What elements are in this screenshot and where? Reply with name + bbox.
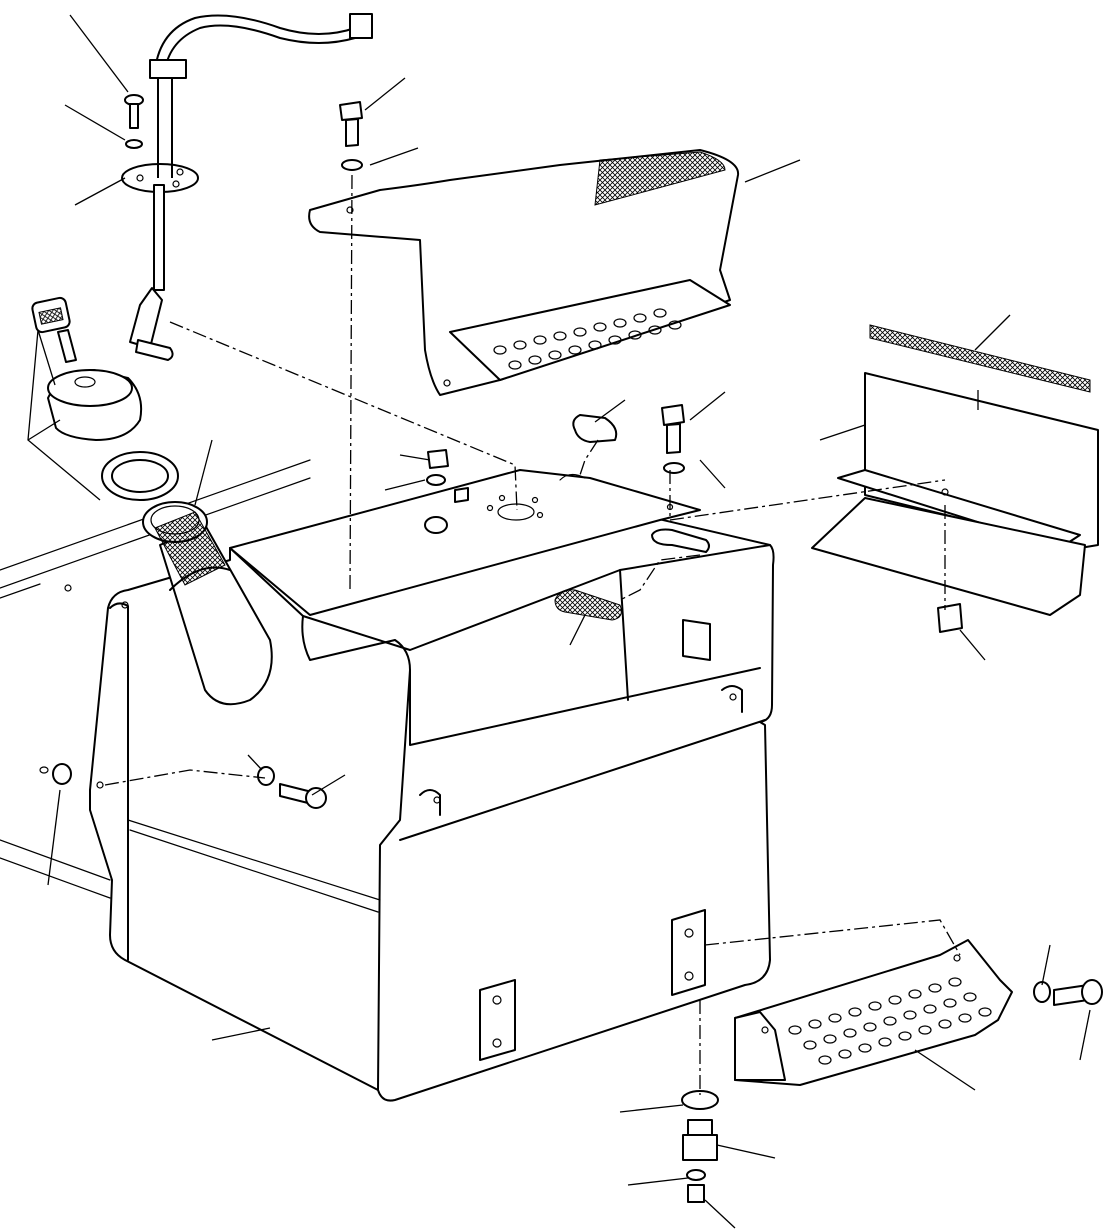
tank-clip <box>572 414 618 443</box>
side-bolt <box>257 766 327 809</box>
upper-step-holes <box>493 308 682 370</box>
sender-screw <box>124 94 144 149</box>
bracket-nut <box>937 603 963 633</box>
tank-strap <box>554 589 622 621</box>
assembly-lines <box>104 174 961 1095</box>
lower-step-bolt <box>1033 979 1103 1006</box>
filler-neck <box>142 501 273 706</box>
leader-lines <box>27 14 1091 1229</box>
plate-nut <box>424 449 469 534</box>
side-washer <box>39 763 72 785</box>
upper-step-bolt <box>339 101 363 171</box>
anti-slip-strip <box>869 324 1091 393</box>
upper-step <box>308 149 740 396</box>
mounting-plate <box>229 469 701 616</box>
drain-plug <box>681 1090 719 1203</box>
filler-cap <box>47 369 143 441</box>
lower-step <box>734 939 1013 1086</box>
step-bracket <box>811 372 1099 616</box>
lower-step-holes <box>788 977 992 1065</box>
cap-key <box>31 296 77 363</box>
cap-seal-ring <box>101 451 179 501</box>
fuel-level-sender <box>121 13 373 361</box>
plate-bolt <box>661 404 685 474</box>
